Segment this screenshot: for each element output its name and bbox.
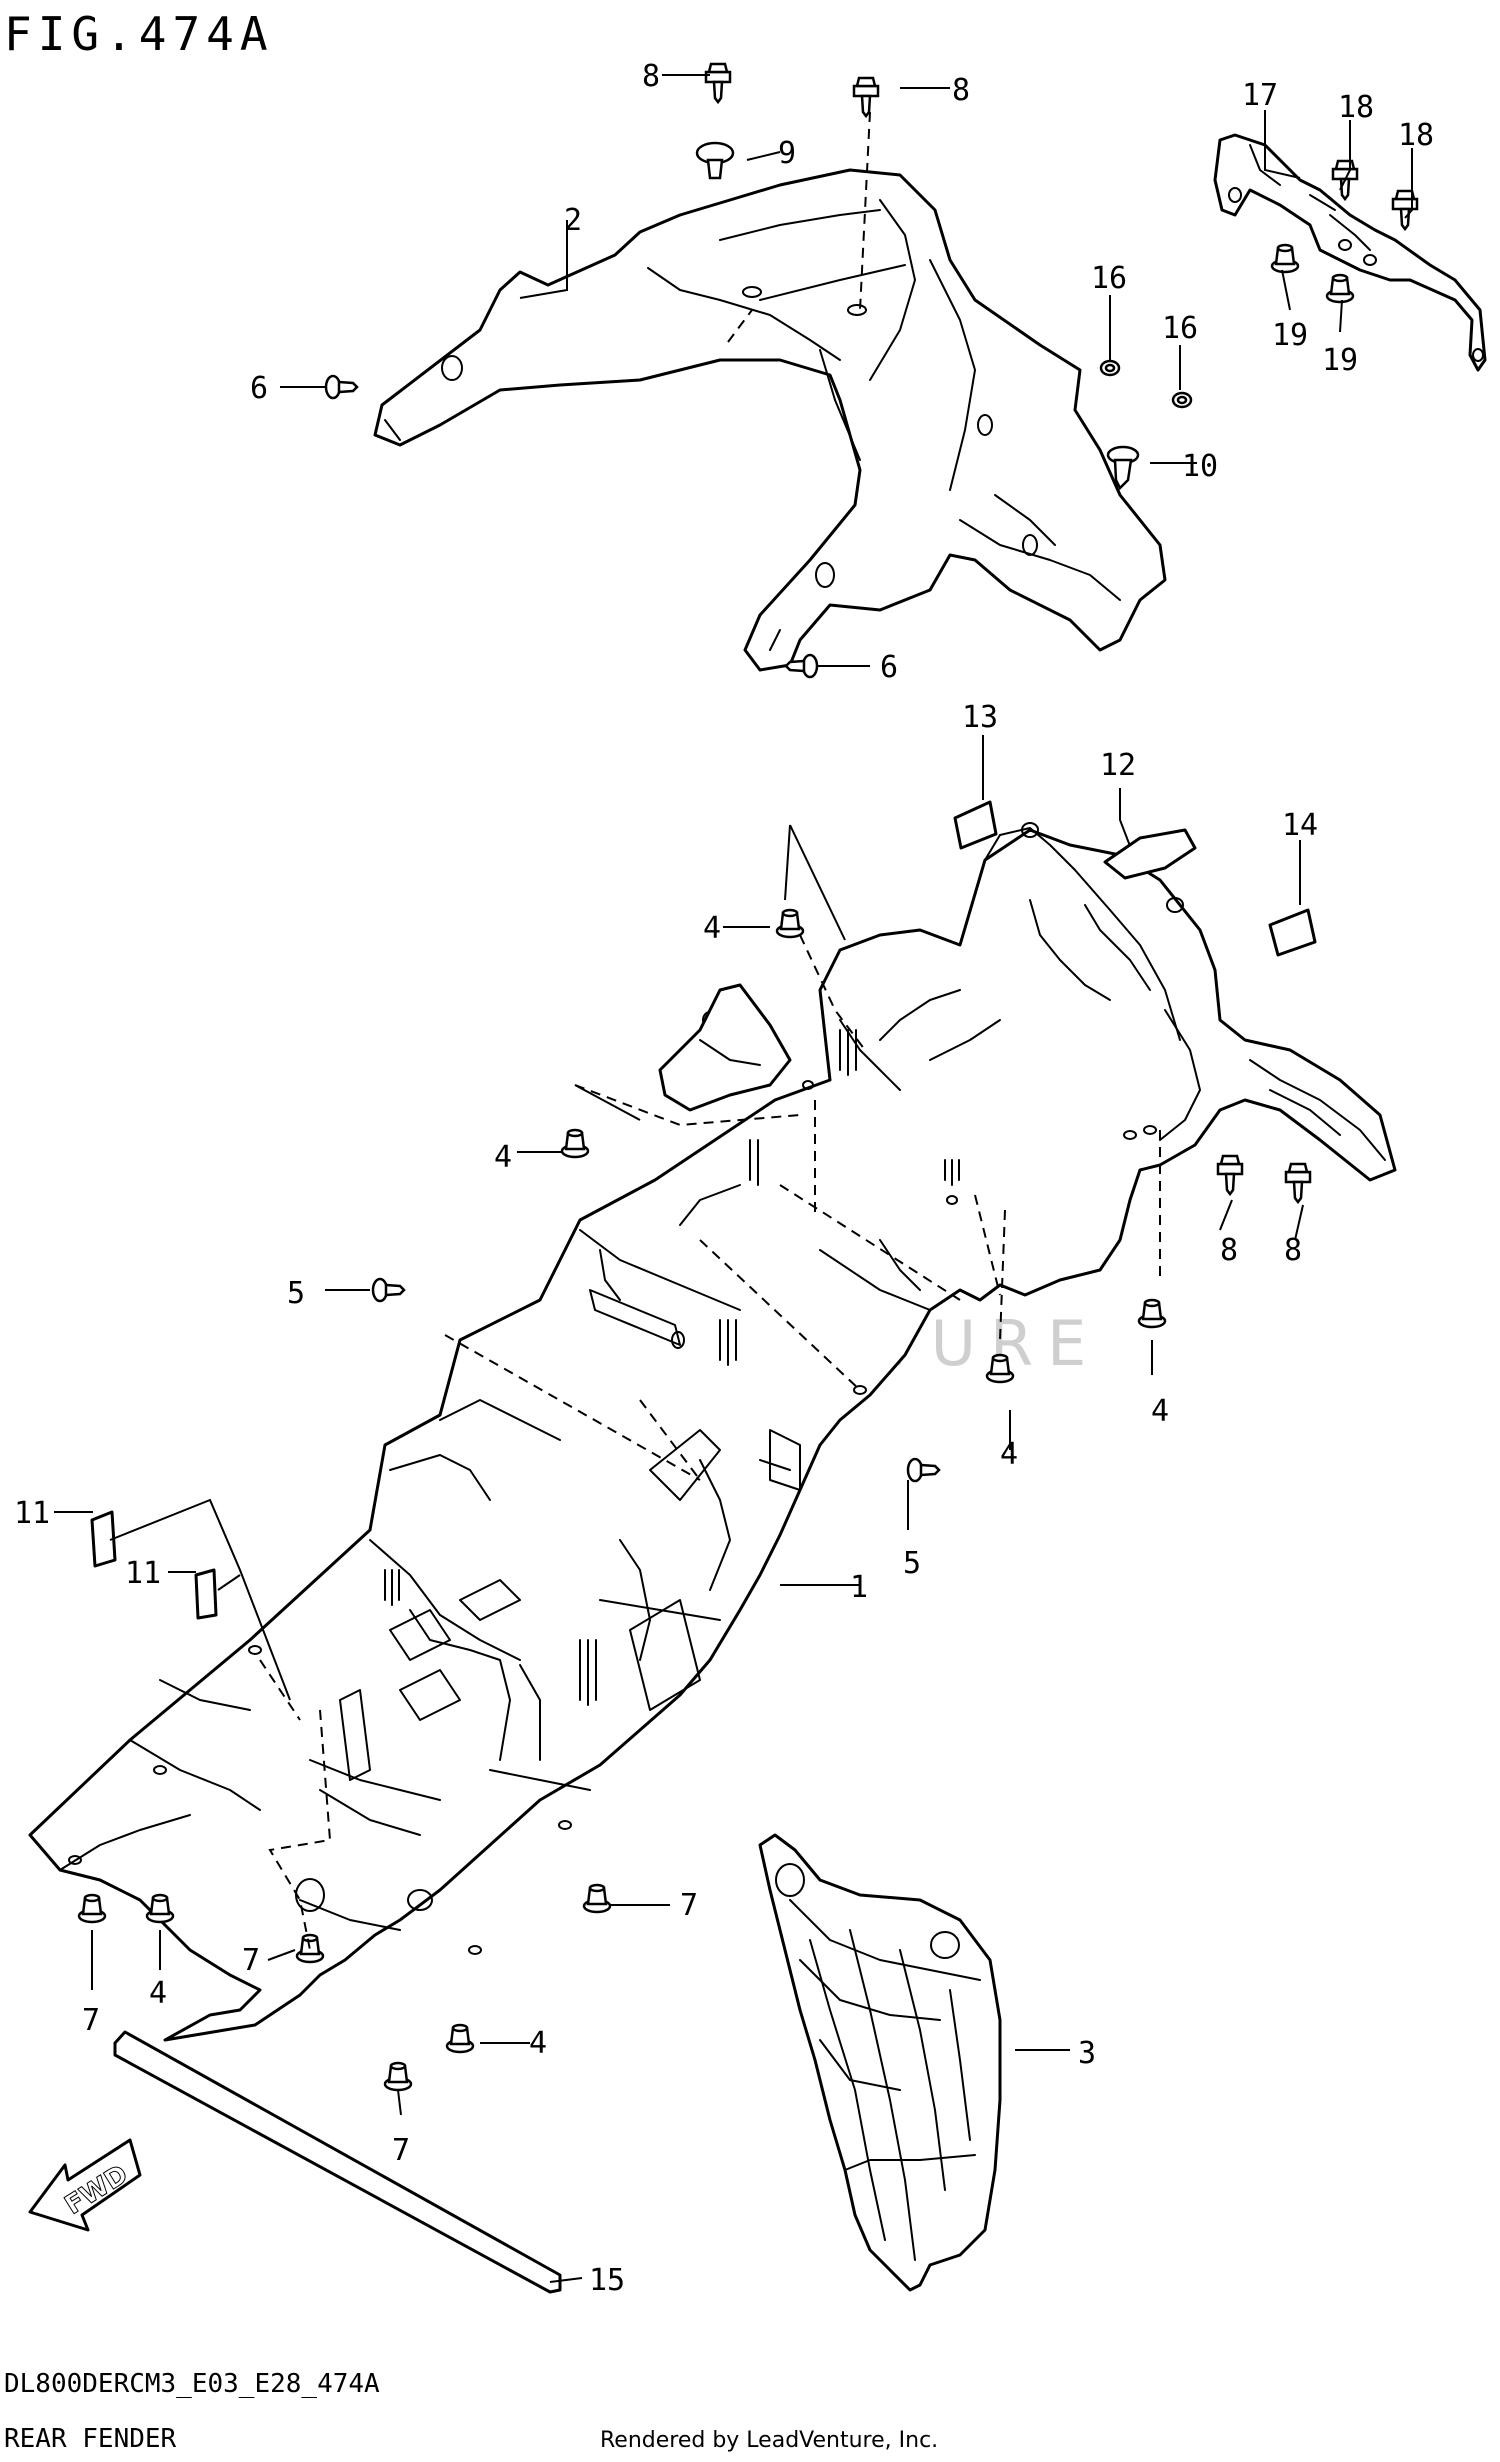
callout-1: 1 xyxy=(850,1570,868,1605)
rivet-6-bottom-icon xyxy=(784,653,819,679)
callout-16: 16 xyxy=(1091,261,1127,296)
callout-18: 18 xyxy=(1338,90,1374,125)
rivet-5-right-icon xyxy=(906,1457,941,1483)
nut-7-bottom-icon xyxy=(383,2061,413,2092)
nut-19-right-icon xyxy=(1325,273,1355,304)
forward-arrow: FWD xyxy=(28,2138,142,2232)
nut-4-right-icon xyxy=(1137,1298,1167,1329)
figure-title: FIG.474A xyxy=(4,7,274,61)
callout-14: 14 xyxy=(1282,808,1318,843)
part-12-pad xyxy=(1103,828,1197,880)
callout-5: 5 xyxy=(903,1546,921,1581)
callout-7: 7 xyxy=(680,1888,698,1923)
nut-7-center-icon xyxy=(295,1933,325,1964)
callout-11: 11 xyxy=(14,1496,50,1531)
part-15-seal-strip xyxy=(113,2030,562,2294)
callout-6: 6 xyxy=(250,371,268,406)
nut-19-left-icon xyxy=(1270,243,1300,274)
callout-13: 13 xyxy=(962,700,998,735)
callout-5: 5 xyxy=(287,1276,305,1311)
callout-4: 4 xyxy=(1151,1394,1169,1429)
bolt-8-right-b-icon xyxy=(1284,1162,1312,1205)
part-14-pad xyxy=(1268,908,1317,957)
part-11-cushion-a xyxy=(90,1510,117,1568)
callout-leaders xyxy=(54,74,1413,2283)
nut-4-bottom-right-icon xyxy=(445,2023,475,2054)
callout-8: 8 xyxy=(1220,1233,1238,1268)
callout-4: 4 xyxy=(1000,1437,1018,1472)
rendered-by-credit: Rendered by LeadVenture, Inc. xyxy=(600,2428,938,2453)
callout-8: 8 xyxy=(642,59,660,94)
nut-4-bottom-left-icon xyxy=(145,1893,175,1924)
front-side-cover xyxy=(658,983,792,1112)
callout-8: 8 xyxy=(1284,1233,1302,1268)
bolt-8-right-a-icon xyxy=(1216,1154,1244,1197)
callout-17: 17 xyxy=(1242,78,1278,113)
washer-16-left-icon xyxy=(1099,359,1121,377)
callout-8: 8 xyxy=(952,73,970,108)
callout-3: 3 xyxy=(1078,2036,1096,2071)
callout-19: 19 xyxy=(1322,343,1358,378)
callout-10: 10 xyxy=(1182,449,1218,484)
callout-11: 11 xyxy=(125,1556,161,1591)
callout-4: 4 xyxy=(494,1140,512,1175)
part-11-cushion-b xyxy=(194,1568,218,1620)
nut-4-mid-right-icon xyxy=(985,1353,1015,1384)
callout-15: 15 xyxy=(589,2263,625,2298)
nut-7-right-icon xyxy=(582,1883,612,1914)
bolt-8-top-left-icon xyxy=(704,62,732,105)
figure-code: DL800DERCM3_E03_E28_474A xyxy=(4,2369,380,2399)
bolt-18-right-icon xyxy=(1391,189,1419,232)
dashed-reference-lines xyxy=(259,111,1161,1951)
part-3-side-guard xyxy=(758,1833,1002,2292)
callout-7: 7 xyxy=(392,2133,410,2168)
callout-4: 4 xyxy=(703,911,721,946)
callout-18: 18 xyxy=(1398,118,1434,153)
solid-reference-lines xyxy=(109,824,846,1701)
callout-2: 2 xyxy=(564,203,582,238)
nut-7-bottom-left-icon xyxy=(77,1893,107,1924)
callout-6: 6 xyxy=(880,650,898,685)
figure-name: REAR FENDER xyxy=(4,2424,177,2454)
washer-16-right-icon xyxy=(1171,391,1193,409)
callout-4: 4 xyxy=(149,1976,167,2011)
callout-4: 4 xyxy=(529,2026,547,2061)
rivet-5-left-icon xyxy=(371,1277,406,1303)
part-13-pad xyxy=(953,800,998,850)
clip-9-icon xyxy=(695,141,735,180)
rivet-6-left-icon xyxy=(324,374,359,400)
screw-10-icon xyxy=(1106,445,1140,491)
nut-4-mid-left-icon xyxy=(560,1128,590,1159)
callout-7: 7 xyxy=(82,2003,100,2038)
callout-12: 12 xyxy=(1100,748,1136,783)
part-2-upper-fender xyxy=(373,168,1167,672)
callout-7: 7 xyxy=(242,1943,260,1978)
callout-9: 9 xyxy=(778,136,796,171)
part-1-rear-fender xyxy=(28,822,1397,2042)
bolt-8-top-right-icon xyxy=(852,76,880,119)
callout-19: 19 xyxy=(1272,318,1308,353)
callout-16: 16 xyxy=(1162,311,1198,346)
nut-4-top-icon xyxy=(775,908,805,939)
part-17-bracket xyxy=(1213,133,1487,372)
